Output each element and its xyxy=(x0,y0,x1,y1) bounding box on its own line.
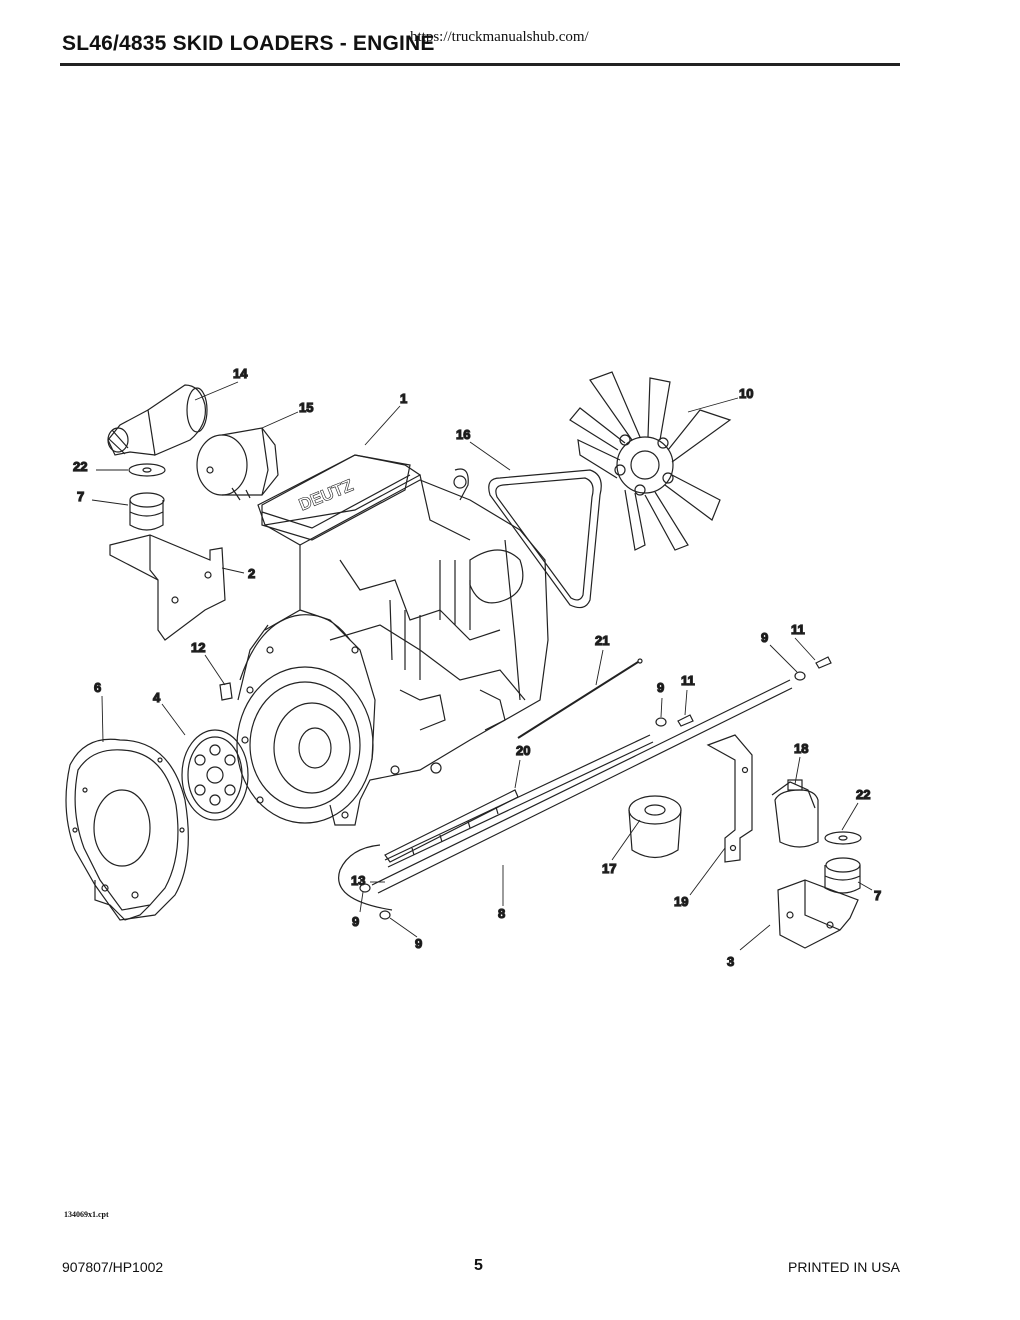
oil-filter-part xyxy=(628,795,682,859)
fan-belt-part xyxy=(488,469,602,609)
callout-11-upper: 11 xyxy=(791,622,805,637)
callout-13: 13 xyxy=(351,873,365,888)
leader-lines xyxy=(91,381,873,951)
fuel-filter-part xyxy=(771,779,819,848)
callout-12: 12 xyxy=(191,640,205,655)
flywheel-adapter-part xyxy=(65,738,189,921)
page-number: 5 xyxy=(474,1257,483,1274)
valve-cover-part xyxy=(261,454,411,541)
dipstick-part xyxy=(517,658,643,739)
hose-fittings-part xyxy=(359,656,832,920)
callout-15: 15 xyxy=(299,400,313,415)
callout-16: 16 xyxy=(456,427,470,442)
callout-3: 3 xyxy=(727,954,734,969)
callout-7-left: 7 xyxy=(77,489,84,504)
engine-mount-right-part xyxy=(824,831,862,894)
callout-17: 17 xyxy=(602,861,616,876)
callout-7-right: 7 xyxy=(874,888,881,903)
callout-18: 18 xyxy=(794,741,808,756)
engine-bracket-left-part xyxy=(109,534,226,641)
document-number: 907807/HP1002 xyxy=(62,1259,164,1275)
watermark-url: https://truckmanualshub.com/ xyxy=(410,29,589,45)
callout-9-middle: 9 xyxy=(657,680,664,695)
alternator-part xyxy=(196,427,279,501)
engine-bracket-right-part xyxy=(777,879,859,949)
callout-1: 1 xyxy=(400,391,407,406)
starter-motor-part xyxy=(107,384,208,456)
callout-4: 4 xyxy=(153,690,161,705)
callout-9-lower-left: 9 xyxy=(352,914,359,929)
callout-2: 2 xyxy=(248,566,255,581)
hose-clip-part xyxy=(219,682,233,701)
callout-22-right: 22 xyxy=(856,787,870,802)
callout-11-middle: 11 xyxy=(681,673,695,688)
callout-8: 8 xyxy=(498,906,505,921)
hose-sleeve-part xyxy=(384,789,519,863)
callout-14: 14 xyxy=(233,366,248,381)
callout-20: 20 xyxy=(516,743,530,758)
callout-10: 10 xyxy=(739,386,753,401)
callout-22-left: 22 xyxy=(73,459,87,474)
flywheel-housing-part xyxy=(236,614,374,826)
filter-bracket-part xyxy=(706,734,753,863)
callout-9-upper: 9 xyxy=(761,630,768,645)
callout-9-lower: 9 xyxy=(415,936,422,951)
page-title: SL46/4835 SKID LOADERS - ENGINE xyxy=(62,32,435,55)
callout-19: 19 xyxy=(674,894,688,909)
engine-mount-left-part xyxy=(128,463,166,531)
file-code: 134069x1.cpt xyxy=(64,1210,109,1219)
printed-in-usa: PRINTED IN USA xyxy=(787,1259,900,1275)
drive-coupling-part xyxy=(181,729,249,821)
callout-21: 21 xyxy=(595,633,609,648)
header-rule xyxy=(60,63,900,66)
cooling-fan-part xyxy=(569,371,732,551)
fuel-lines-part xyxy=(338,679,793,911)
callout-6: 6 xyxy=(94,680,101,695)
